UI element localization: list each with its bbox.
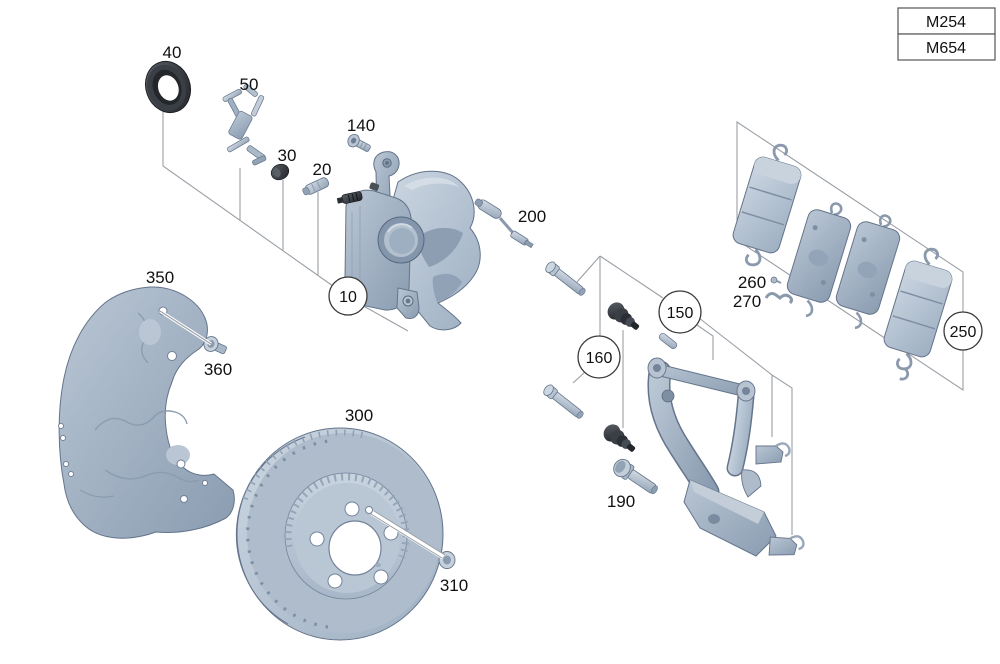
- leader-310-b: [373, 510, 446, 556]
- brake-pad: [786, 202, 852, 318]
- callout-200-label[interactable]: 200: [518, 207, 546, 226]
- engine-code-box: M254 M654: [897, 7, 996, 61]
- guide-pin-boot: [607, 302, 640, 330]
- callout-160[interactable]: 160: [577, 335, 621, 379]
- guide-bolt-140-drawing: [347, 133, 371, 152]
- clip-260-drawing: [770, 276, 782, 284]
- engine-code-1: M254: [926, 14, 966, 31]
- cap-30-drawing: [270, 163, 290, 181]
- caliper-bracket-150-drawing: [647, 332, 777, 557]
- brake-pad-set-250-drawing: [732, 143, 953, 381]
- bracket-left-limb: [649, 362, 718, 502]
- shield-dimple: [139, 319, 161, 345]
- callout-350-label[interactable]: 350: [146, 268, 174, 287]
- brake-pad: [883, 247, 953, 381]
- leader-160-pin2: [572, 371, 586, 384]
- callout-270-label[interactable]: 270: [733, 292, 761, 311]
- callout-360-label[interactable]: 360: [204, 360, 232, 379]
- callout-250-label[interactable]: 250: [950, 324, 977, 341]
- bracket-right-limb: [728, 389, 753, 475]
- leader-150-bracket: [696, 324, 714, 360]
- bleeder-screw: [336, 191, 363, 204]
- leader-350-360: [159, 310, 212, 345]
- lug-hole: [327, 573, 343, 589]
- lug-hole: [373, 569, 389, 585]
- pad-retainer-clip-drawing: [768, 535, 805, 556]
- leader-160-pin1: [576, 255, 601, 283]
- mounting-bolt-190-drawing: [613, 458, 658, 495]
- shield-hole: [180, 495, 188, 503]
- disc-edge-line: [235, 436, 306, 625]
- shield-hole: [68, 471, 74, 477]
- leader-150-diagonal: [599, 255, 664, 299]
- callout-160-label[interactable]: 160: [586, 350, 613, 367]
- guide-pin-boot: [603, 424, 636, 452]
- disc-center-bore: [328, 520, 382, 576]
- shield-hole: [176, 459, 186, 469]
- clip-270-drawing: [764, 292, 793, 305]
- callout-140-label[interactable]: 140: [347, 116, 375, 135]
- splash-shield-350-drawing: [58, 286, 235, 539]
- callout-150-label[interactable]: 150: [667, 305, 694, 322]
- brake-caliper-10-drawing: [336, 151, 481, 331]
- leader-310-a: [370, 513, 443, 559]
- callout-260-label[interactable]: 260: [738, 273, 766, 292]
- callout-150[interactable]: 150: [658, 290, 702, 334]
- callout-40-label[interactable]: 40: [163, 43, 182, 62]
- pad-retainer-clip-drawing: [755, 442, 791, 465]
- spring-clip-kit-50-drawing: [222, 83, 267, 166]
- brake-pad: [835, 214, 901, 330]
- leader-10-caliper: [359, 303, 409, 332]
- seal-ring-40-drawing: [144, 60, 192, 114]
- guide-pins-160-drawing: [543, 261, 640, 452]
- leader-lines-front: [159, 309, 446, 560]
- callout-10-label[interactable]: 10: [339, 289, 357, 306]
- wear-sensor-200-drawing: [474, 198, 534, 249]
- callout-30-label[interactable]: 30: [278, 146, 297, 165]
- set-screw-hole: [365, 506, 373, 514]
- shield-hole: [58, 423, 64, 429]
- shield-hole: [63, 461, 69, 467]
- engine-code-2: M654: [926, 40, 966, 57]
- guide-pin: [545, 261, 586, 296]
- leader-150-clip2: [771, 374, 793, 535]
- fitting-20-drawing: [302, 177, 330, 196]
- brake-disc-300-drawing: [235, 427, 444, 641]
- pad-set-box: [736, 120, 964, 392]
- callout-250[interactable]: 250: [943, 311, 983, 351]
- callout-310-label[interactable]: 310: [440, 576, 468, 595]
- callout-20-label[interactable]: 20: [313, 160, 332, 179]
- brake-pad: [732, 143, 802, 267]
- shield-dimple: [166, 445, 190, 465]
- leader-40-chain: [162, 110, 341, 292]
- callout-10[interactable]: 10: [328, 276, 368, 316]
- guide-pin: [543, 384, 584, 419]
- callout-190-label[interactable]: 190: [607, 492, 635, 511]
- leader-lines-back: [162, 110, 964, 535]
- callout-50-label[interactable]: 50: [240, 75, 259, 94]
- bolt-360-drawing: [203, 336, 227, 355]
- shield-hole: [60, 435, 66, 441]
- shield-hole: [167, 351, 177, 361]
- lug-hole: [309, 531, 325, 547]
- callout-300-label[interactable]: 300: [345, 406, 373, 425]
- lug-hole: [344, 501, 360, 517]
- shield-hole: [202, 480, 208, 486]
